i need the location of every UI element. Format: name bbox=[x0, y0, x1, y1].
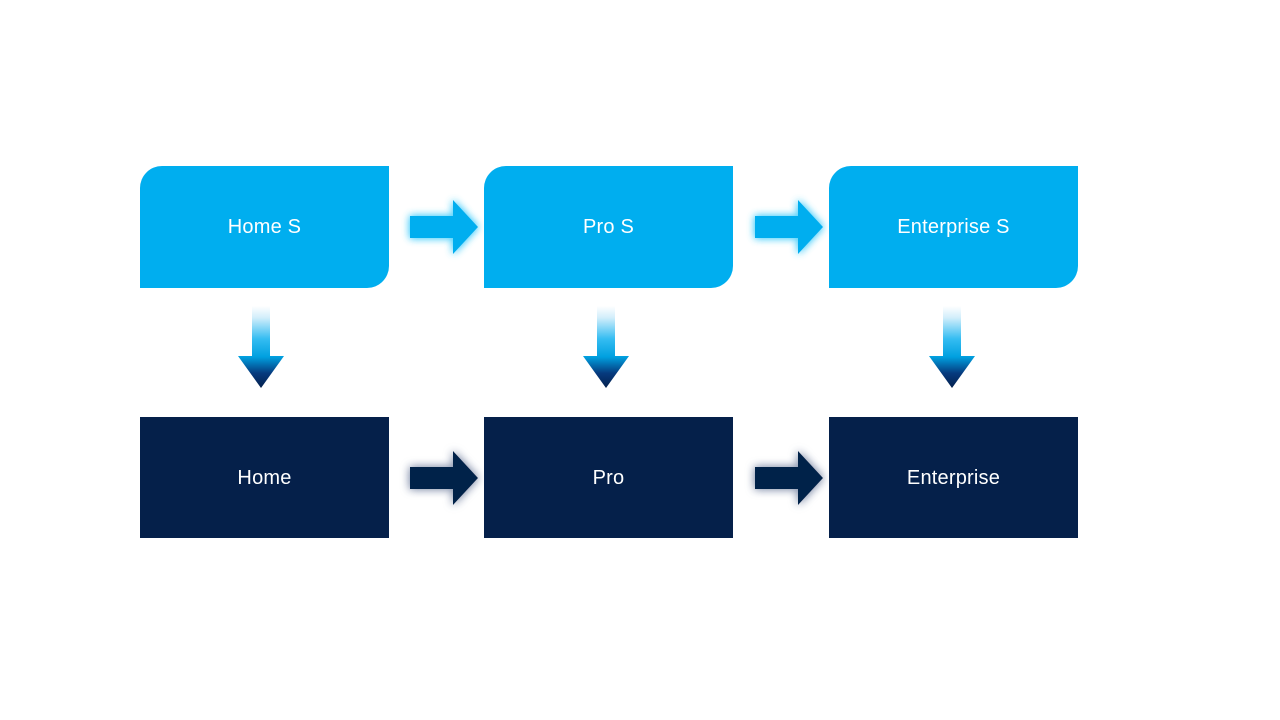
down-arrow-icon bbox=[929, 306, 975, 388]
right-arrow-icon bbox=[755, 451, 823, 505]
right-arrow-icon bbox=[410, 451, 478, 505]
down-arrow-icon bbox=[583, 306, 629, 388]
arrow-enterprise-s-to-enterprise bbox=[920, 300, 984, 400]
arrow-home-s-to-home bbox=[229, 300, 293, 400]
arrow-home-s-to-pro-s bbox=[398, 186, 484, 268]
arrow-home-to-pro bbox=[398, 437, 484, 519]
node-home-s[interactable]: Home S bbox=[140, 166, 389, 288]
node-label: Pro bbox=[592, 466, 625, 489]
down-arrow-icon bbox=[238, 306, 284, 388]
arrow-pro-s-to-pro bbox=[574, 300, 638, 400]
node-pro[interactable]: Pro bbox=[484, 417, 733, 538]
node-enterprise-s[interactable]: Enterprise S bbox=[829, 166, 1078, 288]
arrow-pro-s-to-enterprise-s bbox=[743, 186, 829, 268]
node-label: Enterprise bbox=[906, 466, 1001, 489]
arrow-pro-to-enterprise bbox=[743, 437, 829, 519]
node-label: Enterprise S bbox=[897, 216, 1010, 238]
node-enterprise[interactable]: Enterprise bbox=[829, 417, 1078, 538]
node-home[interactable]: Home bbox=[140, 417, 389, 538]
node-label: Home S bbox=[227, 216, 302, 238]
node-label: Home bbox=[237, 466, 292, 489]
node-label: Pro S bbox=[582, 216, 635, 238]
right-arrow-icon bbox=[410, 200, 478, 254]
node-pro-s[interactable]: Pro S bbox=[484, 166, 733, 288]
right-arrow-icon bbox=[755, 200, 823, 254]
